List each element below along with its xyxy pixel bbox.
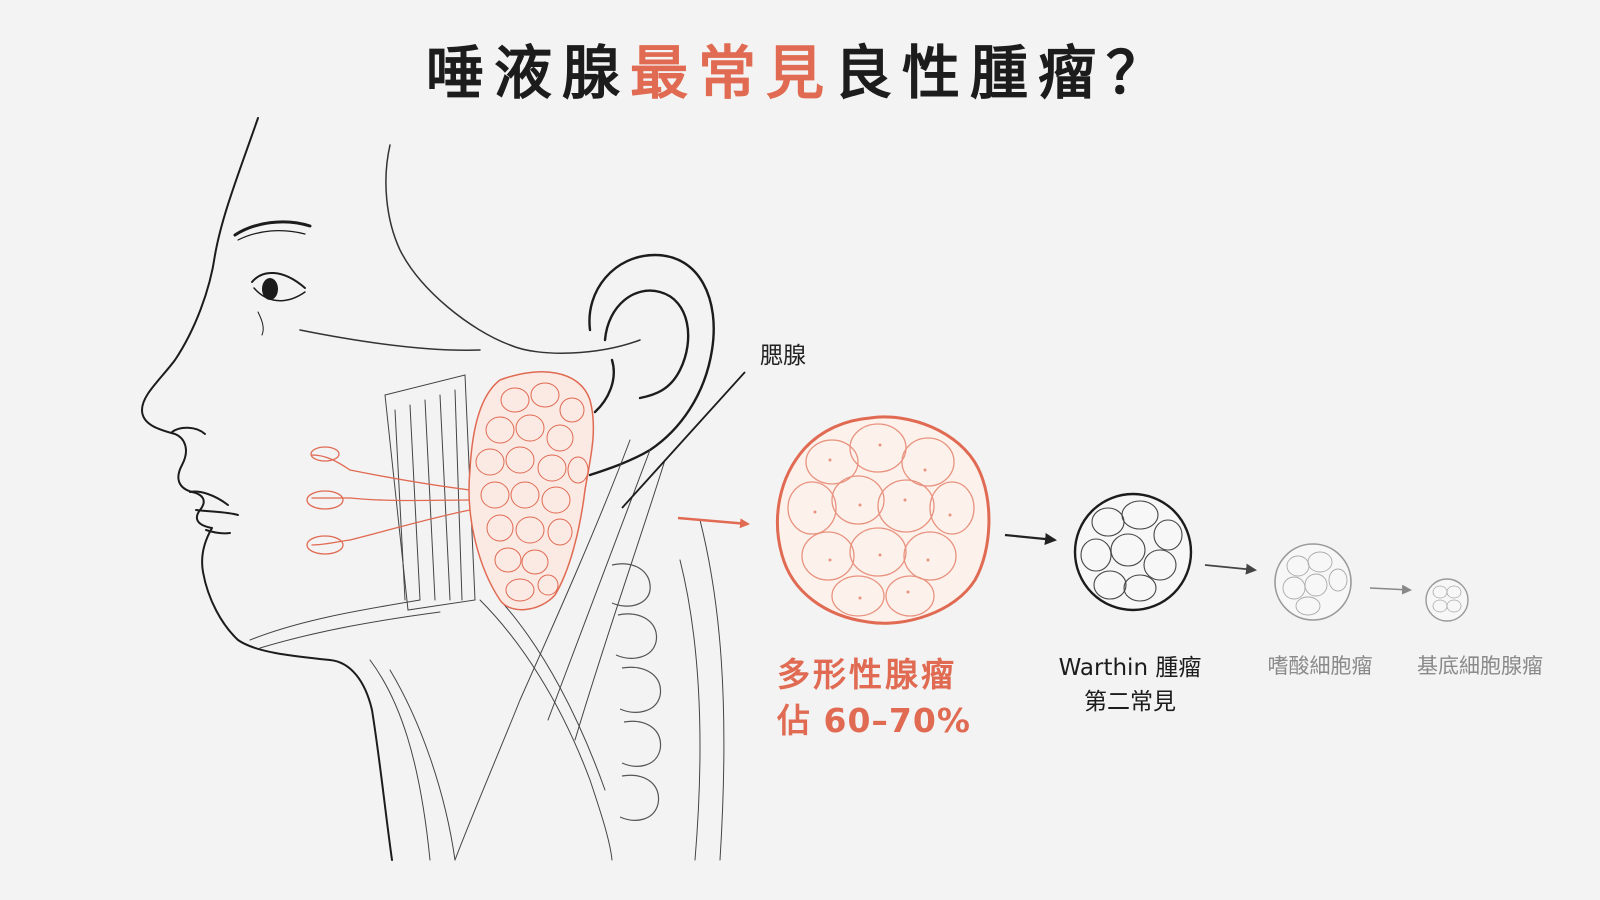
title-part2: 良性腫瘤？ xyxy=(834,39,1175,107)
arrow-to-oncocytoma xyxy=(1204,563,1257,575)
arrow-to-warthin xyxy=(1004,533,1057,545)
oncocytoma-graphic xyxy=(1274,543,1352,621)
ear xyxy=(588,253,715,477)
skull-outline xyxy=(299,144,641,354)
parotid-duct xyxy=(306,446,471,555)
warthin-tumor-label: Warthin 腫瘤 xyxy=(1058,655,1202,681)
arrow-to-pleomorphic xyxy=(677,516,750,529)
arrow-to-basal-cell xyxy=(1369,584,1412,595)
title-highlight: 最常見 xyxy=(629,39,834,107)
pleomorphic-adenoma-percentage: 佔 60–70% xyxy=(777,701,971,740)
parotid-gland xyxy=(468,371,595,611)
parotid-leader-line xyxy=(621,371,746,509)
pleomorphic-adenoma-graphic xyxy=(775,415,991,625)
basal-cell-adenoma-label: 基底細胞腺瘤 xyxy=(1417,654,1543,678)
vertebrae xyxy=(611,563,662,821)
warthin-tumor-rank: 第二常見 xyxy=(1084,689,1176,715)
warthin-tumor-graphic xyxy=(1073,492,1193,612)
neck-muscles xyxy=(249,374,725,861)
page-title: 唾液腺最常見良性腫瘤？ xyxy=(0,26,1600,110)
title-part1: 唾液腺 xyxy=(425,39,630,107)
eye xyxy=(233,220,312,336)
basal-cell-adenoma-graphic xyxy=(1425,578,1469,622)
oncocytoma-label: 嗜酸細胞瘤 xyxy=(1267,654,1373,678)
pleomorphic-adenoma-label: 多形性腺瘤 xyxy=(777,655,957,694)
head-profile xyxy=(141,117,393,861)
parotid-label: 腮腺 xyxy=(760,343,806,369)
